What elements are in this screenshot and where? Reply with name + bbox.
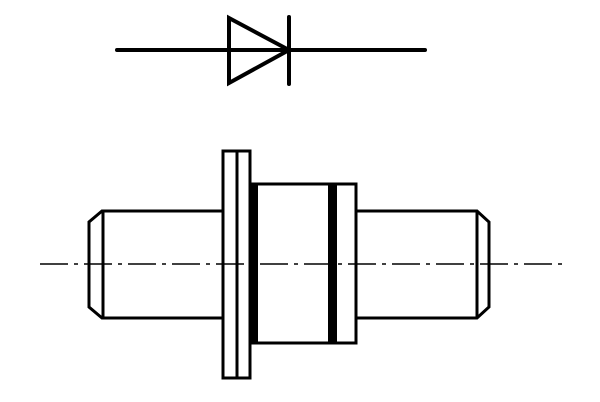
diode-anode-triangle bbox=[227, 14, 294, 87]
right-band bbox=[328, 184, 337, 343]
diode-symbol bbox=[115, 14, 427, 87]
